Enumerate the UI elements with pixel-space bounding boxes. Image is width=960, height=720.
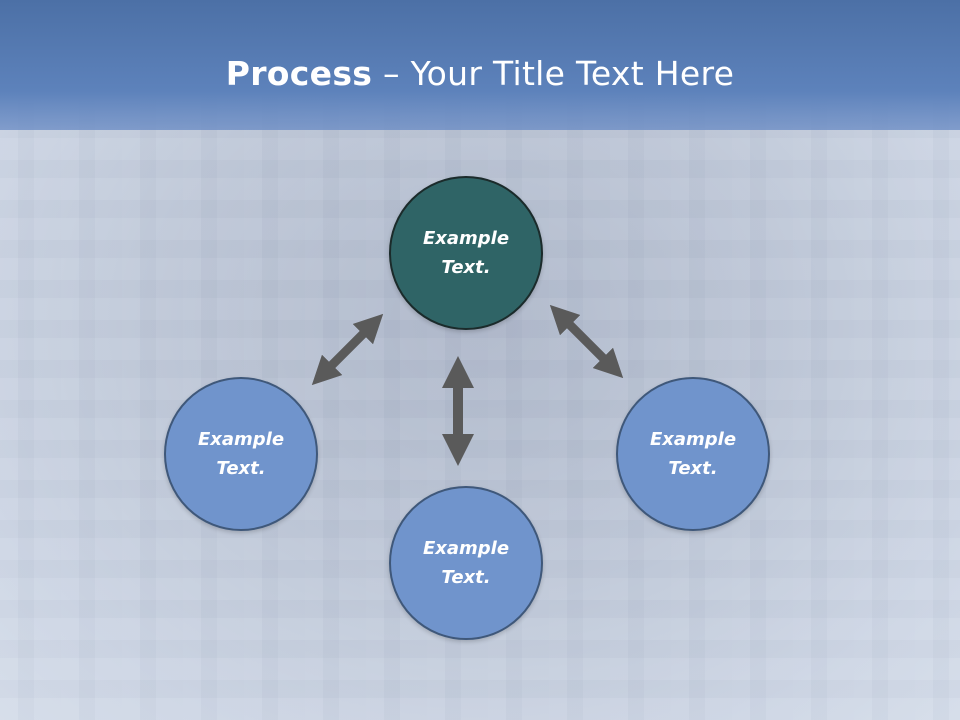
node-line2: Text. <box>668 458 718 479</box>
double-arrow-icon <box>311 313 384 386</box>
title-bold: Process <box>225 54 373 93</box>
node-line2: Text. <box>216 458 266 479</box>
node-line1: Example <box>197 429 285 450</box>
title-rest: – Your Title Text Here <box>372 54 735 93</box>
slide-title[interactable]: Process – Your Title Text Here <box>0 52 960 96</box>
title-bar: Process – Your Title Text Here <box>0 0 960 130</box>
node-line1: Example <box>422 538 510 559</box>
node-line2: Text. <box>441 567 491 588</box>
double-arrow-icon <box>549 304 624 379</box>
node-line2: Text. <box>441 257 491 278</box>
node-line1: Example <box>649 429 737 450</box>
node-line1: Example <box>422 228 510 249</box>
